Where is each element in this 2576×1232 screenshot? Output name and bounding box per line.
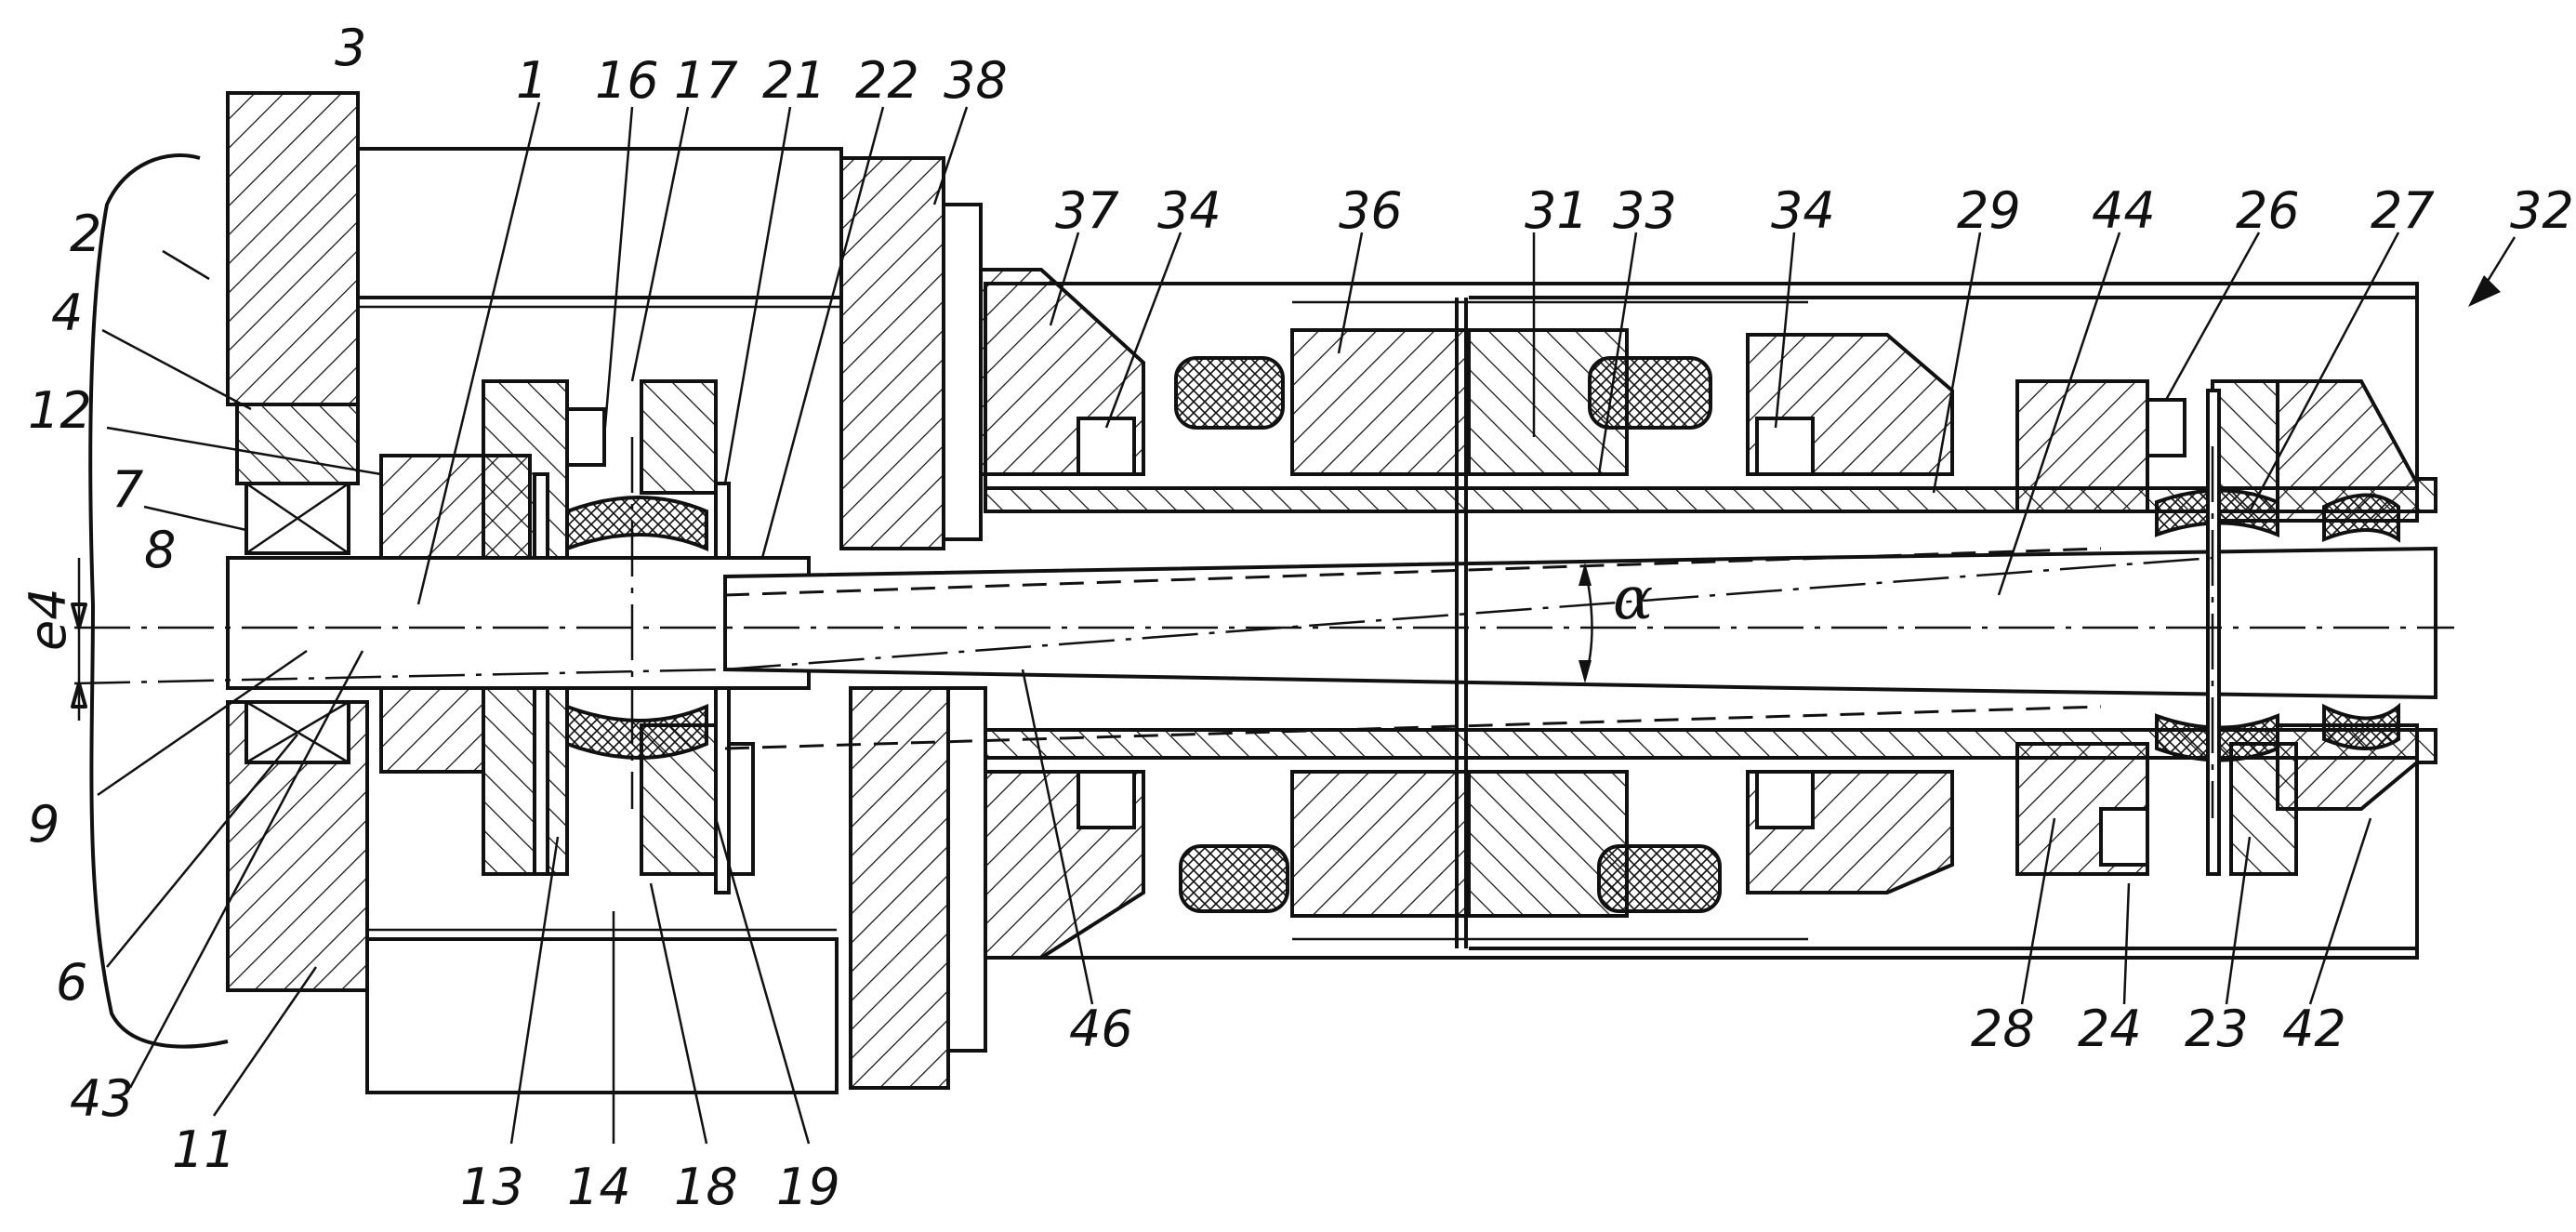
label-37: 37 <box>1055 181 1119 240</box>
label-7: 7 <box>112 460 143 519</box>
flange-38-bottom <box>851 688 948 1088</box>
label-e4: e4 <box>19 588 77 651</box>
bearing-housing-4 <box>237 404 358 484</box>
body-outline <box>90 155 228 1047</box>
bolt-16 <box>567 409 604 465</box>
label-14: 14 <box>567 1158 631 1216</box>
label-11: 11 <box>172 1120 236 1179</box>
label-33: 33 <box>1613 181 1677 240</box>
label-alpha: α <box>1613 564 1653 633</box>
housing-14-top <box>358 149 841 298</box>
bearing-34-right-bottom <box>1757 772 1813 828</box>
coil-right-bottom <box>1599 846 1720 911</box>
label-17: 17 <box>674 51 738 110</box>
label-31: 31 <box>1525 181 1589 240</box>
ring-17 <box>641 381 716 493</box>
label-24: 24 <box>2078 1000 2142 1058</box>
label-27: 27 <box>2371 181 2435 240</box>
label-46: 46 <box>1069 1000 1133 1058</box>
teeth-left-top <box>567 497 707 549</box>
coil-left-bottom <box>1181 846 1288 911</box>
label-13: 13 <box>460 1158 524 1216</box>
bearing-34-left-bottom <box>1078 772 1134 828</box>
label-26: 26 <box>2236 181 2300 240</box>
label-38: 38 <box>944 51 1008 110</box>
label-42: 42 <box>2282 1000 2346 1058</box>
housing-14-bottom <box>367 939 837 1093</box>
label-43: 43 <box>70 1069 134 1128</box>
label-12: 12 <box>28 381 92 440</box>
label-3: 3 <box>335 19 366 77</box>
label-21: 21 <box>762 51 826 110</box>
label-9: 9 <box>28 795 59 854</box>
shaft-1 <box>228 558 809 688</box>
core-36-top <box>1292 330 1469 474</box>
label-6: 6 <box>56 953 87 1012</box>
hub-lower <box>381 688 483 772</box>
bolt-26 <box>2147 400 2185 456</box>
label-29: 29 <box>1957 181 2021 240</box>
flange-38-top <box>841 158 944 549</box>
coil-left-top <box>1176 358 1283 428</box>
label-4: 4 <box>51 284 83 342</box>
label-34b: 34 <box>1771 181 1835 240</box>
hub-13-bottom <box>483 688 567 874</box>
teeth-far-right-top <box>2324 496 2398 540</box>
label-19: 19 <box>776 1158 840 1216</box>
label-44: 44 <box>2092 181 2156 240</box>
label-36: 36 <box>1339 181 1403 240</box>
label-18: 18 <box>674 1158 738 1216</box>
core-36-bottom <box>1292 772 1469 916</box>
bearing-34-right-top <box>1757 418 1813 474</box>
label-16: 16 <box>595 51 659 110</box>
hub-13-top <box>483 381 567 558</box>
label-2: 2 <box>70 205 101 263</box>
shaft-taper-46 <box>725 549 2436 697</box>
teeth-far-right-bottom <box>2324 707 2398 748</box>
teeth-left-bottom <box>567 707 707 758</box>
label-1: 1 <box>516 51 548 110</box>
label-22: 22 <box>855 51 919 110</box>
flange-step-top <box>944 205 981 539</box>
wall-plate-top <box>228 93 358 404</box>
label-8: 8 <box>144 521 176 579</box>
label-28: 28 <box>1971 1000 2035 1058</box>
label-34a: 34 <box>1157 181 1222 240</box>
hub-26 <box>2017 381 2147 511</box>
label-32: 32 <box>2510 181 2574 240</box>
bolt-28 <box>2101 809 2147 865</box>
label-23: 23 <box>2185 1000 2249 1058</box>
